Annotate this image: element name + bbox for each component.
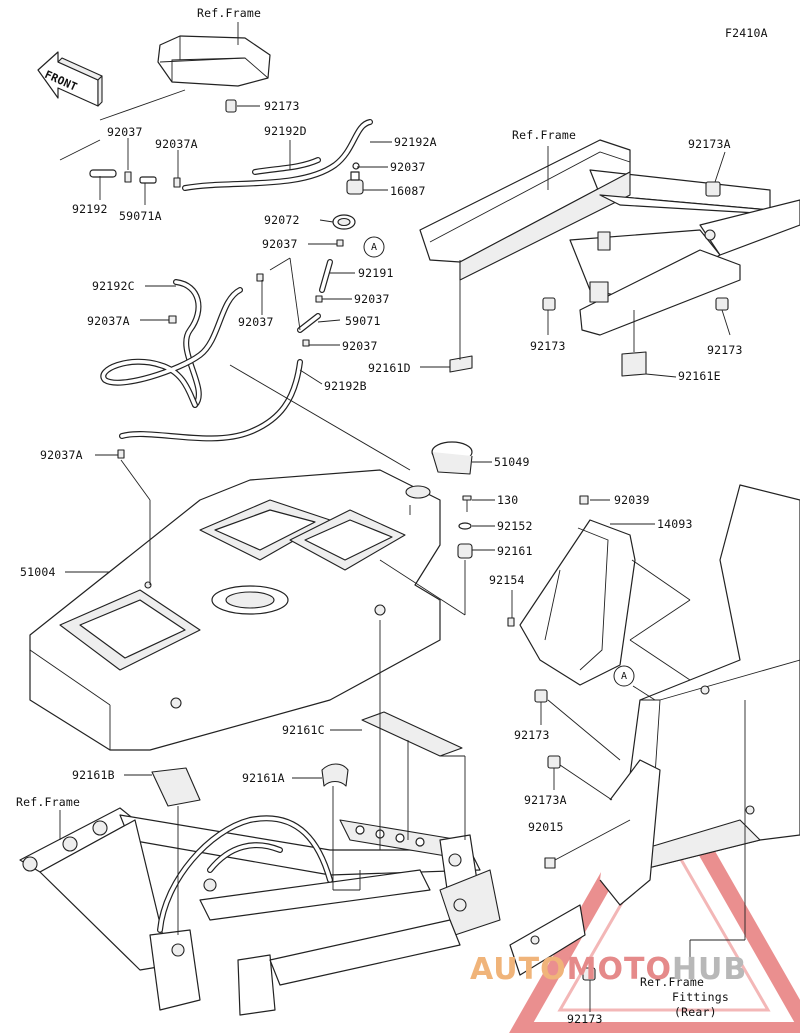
part-label: 92192B <box>324 379 367 393</box>
frame-middle <box>419 139 800 336</box>
part-label: 92191 <box>358 266 394 280</box>
part-label: 92161E <box>678 369 721 383</box>
small-clips <box>117 239 344 459</box>
fuel-cap-icon <box>431 441 473 475</box>
ref-frame-mid-label: Ref.Frame <box>512 128 577 142</box>
part-label: 92173 <box>514 728 550 742</box>
part-label: 92015 <box>528 820 564 834</box>
rear-clips <box>534 689 596 981</box>
part-label: 92161C <box>282 723 325 737</box>
watermark-part2: MOTO <box>566 952 672 987</box>
hose-fittings <box>89 169 181 188</box>
clip-icon <box>225 99 237 113</box>
part-label: 92173 <box>530 339 566 353</box>
valve-icon <box>346 162 364 195</box>
part-label: 92037A <box>155 137 198 151</box>
screw-92039 <box>579 495 589 505</box>
hose-92192b <box>119 359 303 442</box>
part-label: 51049 <box>494 455 530 469</box>
part-label: 92173A <box>688 137 731 151</box>
callout-a-top-letter: A <box>371 242 378 253</box>
ref-frame-fittings-line2: Fittings <box>672 990 729 1004</box>
hose-92192d <box>182 119 373 191</box>
part-label: 92037 <box>238 315 274 329</box>
part-label: 92161D <box>368 361 411 375</box>
part-label: 92037 <box>354 292 390 306</box>
part-label: 92173 <box>707 343 743 357</box>
fuel-tank <box>29 469 441 751</box>
part-label: 92173 <box>567 1012 603 1026</box>
hose-92192c <box>100 279 243 408</box>
frame-top-piece <box>157 35 271 87</box>
part-label: 59071A <box>119 209 162 223</box>
part-label: 92173A <box>524 793 567 807</box>
frame-clips <box>542 181 729 311</box>
part-label: 92072 <box>264 213 300 227</box>
screw-92154 <box>507 617 515 627</box>
rear-fittings-panel <box>509 484 800 976</box>
pad-92161e <box>621 351 647 377</box>
pad-92161d <box>449 355 473 373</box>
callout-a-right <box>613 665 635 687</box>
watermark-part3: HUB <box>671 952 748 987</box>
part-label: 92161 <box>497 544 533 558</box>
part-label: 92192 <box>72 202 108 216</box>
part-label: 92154 <box>489 573 525 587</box>
ref-frame-left-label: Ref.Frame <box>16 795 81 809</box>
bolt-washer-grommet <box>457 495 473 559</box>
callout-a-right-letter: A <box>621 671 628 682</box>
part-label: 92037A <box>40 448 83 462</box>
part-label: 14093 <box>657 517 693 531</box>
pad-92161b <box>151 767 201 807</box>
part-label: 130 <box>497 493 519 507</box>
part-label: 51004 <box>20 565 56 579</box>
part-label: 16087 <box>390 184 426 198</box>
part-label: 92037A <box>87 314 130 328</box>
pad-92161a <box>321 763 349 787</box>
leader-lines <box>59 22 746 1012</box>
part-label: 92037 <box>262 237 298 251</box>
ref-frame-top-label: Ref.Frame <box>197 6 262 20</box>
ref-frame-fittings-line1: Ref.Frame <box>640 975 705 989</box>
watermark-part1: AUTO <box>470 952 567 987</box>
callout-a-top <box>363 236 385 258</box>
heat-guard <box>519 519 636 686</box>
ref-frame-fittings-line3: (Rear) <box>674 1005 717 1019</box>
part-label: 92192A <box>394 135 437 149</box>
part-label: 92037 <box>107 125 143 139</box>
part-label: 92152 <box>497 519 533 533</box>
part-label: 59071 <box>345 314 381 328</box>
part-label: 92173 <box>264 99 300 113</box>
part-label: 92161A <box>242 771 285 785</box>
part-label: 92037 <box>342 339 378 353</box>
diagram-code: F2410A <box>725 26 768 40</box>
part-label: 92037 <box>390 160 426 174</box>
part-label: 92192D <box>264 124 307 138</box>
watermark: AUTOMOTOHUB <box>470 952 747 987</box>
part-label: 92039 <box>614 493 650 507</box>
front-arrow-icon <box>37 51 103 107</box>
part-label: 92161B <box>72 768 115 782</box>
frame-lower <box>19 807 501 1016</box>
watermark-triangle <box>509 761 800 1033</box>
pad-92161c <box>361 711 463 757</box>
part-label: 92192C <box>92 279 135 293</box>
